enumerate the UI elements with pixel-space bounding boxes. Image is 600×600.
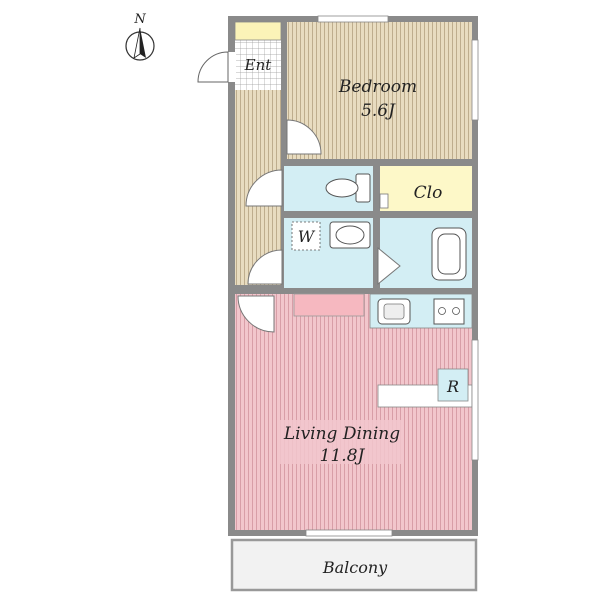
window-living — [305, 529, 393, 537]
balcony-floor — [230, 538, 478, 592]
stove-icon — [433, 298, 465, 325]
living-size: 11.8J — [320, 446, 366, 466]
living-label-backdrop — [280, 420, 404, 464]
counter-top — [293, 293, 365, 317]
fridge-space — [437, 368, 469, 402]
fridge-label: R — [446, 377, 459, 396]
entrance-door — [197, 51, 236, 83]
entrance-floor — [235, 40, 281, 90]
window-bedroom — [317, 15, 389, 23]
window-side — [471, 39, 479, 121]
shoe-cabinet — [234, 21, 282, 41]
toilet-door — [245, 169, 283, 207]
toilet-icon — [325, 173, 371, 203]
bathtub-icon — [431, 227, 467, 281]
closet-floor — [380, 166, 472, 211]
bedroom-door — [286, 119, 322, 155]
window-living-side — [471, 339, 479, 461]
washer-label: W — [298, 227, 316, 246]
living-dining-floor — [235, 294, 472, 530]
north-arrow-icon: N — [125, 12, 155, 61]
compass-letter: N — [133, 12, 146, 27]
washbasin-icon — [329, 221, 371, 249]
balcony-label: Balcony — [322, 558, 388, 577]
closet-rod — [379, 193, 389, 209]
bedroom-floor — [287, 22, 472, 159]
bedroom-label: Bedroom — [338, 77, 417, 97]
entrance-label: Ent — [244, 56, 273, 74]
bath-door — [377, 246, 401, 286]
sink-icon — [377, 298, 411, 325]
closet-label: Clo — [414, 183, 443, 203]
living-door — [237, 295, 275, 333]
washer-icon — [291, 221, 321, 251]
washroom-door — [247, 249, 283, 285]
living-label: Living Dining — [283, 424, 400, 444]
bedroom-size: 5.6J — [361, 101, 396, 121]
